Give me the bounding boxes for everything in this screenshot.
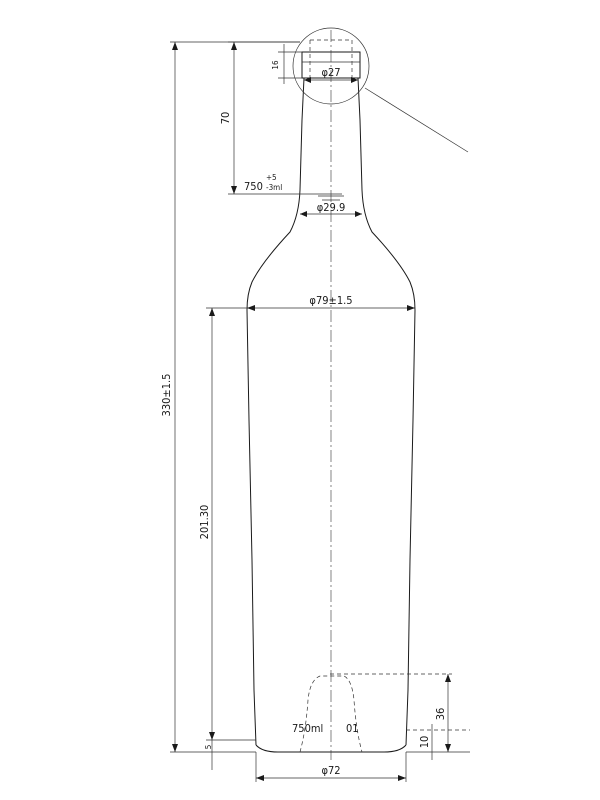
fill-level-label: 750 (244, 180, 263, 193)
punt (299, 673, 470, 753)
neck-height-label: 70 (219, 112, 232, 125)
cap-height-dim (278, 44, 302, 84)
base-offset-label: 5 (204, 745, 213, 750)
base-mold-number: 01 (346, 722, 359, 735)
punt-height-dim (445, 674, 451, 752)
total-height-label: 330±1.5 (160, 374, 173, 417)
body-height-label: 201.30 (198, 505, 211, 540)
fill-level-tol-upper: +5 (266, 173, 277, 182)
cap-diameter-label: φ27 (321, 66, 340, 79)
base-offset-dim (206, 739, 256, 770)
base-capacity-mark: 750ml (292, 722, 323, 735)
fill-level-tol-lower: -3ml (266, 183, 282, 192)
cap-height-label: 16 (271, 60, 280, 70)
neck-diameter-label: φ29.9 (317, 201, 346, 214)
base-diameter-dim (255, 752, 407, 782)
body-height-dim (206, 307, 248, 740)
shoulder-diameter-label: φ79±1.5 (309, 294, 352, 307)
cap-diameter-dim (304, 77, 358, 83)
punt-height-label: 36 (434, 708, 447, 721)
fill-level-marker (318, 195, 344, 201)
detail-callout (292, 27, 469, 153)
neck-diameter-dim (300, 211, 362, 217)
base-ring-height-label: 10 (418, 736, 431, 749)
shoulder-diameter-dim (247, 305, 415, 311)
base-diameter-label: φ72 (321, 764, 340, 777)
total-height-dim (170, 41, 300, 753)
neck-height-dim (228, 41, 342, 195)
